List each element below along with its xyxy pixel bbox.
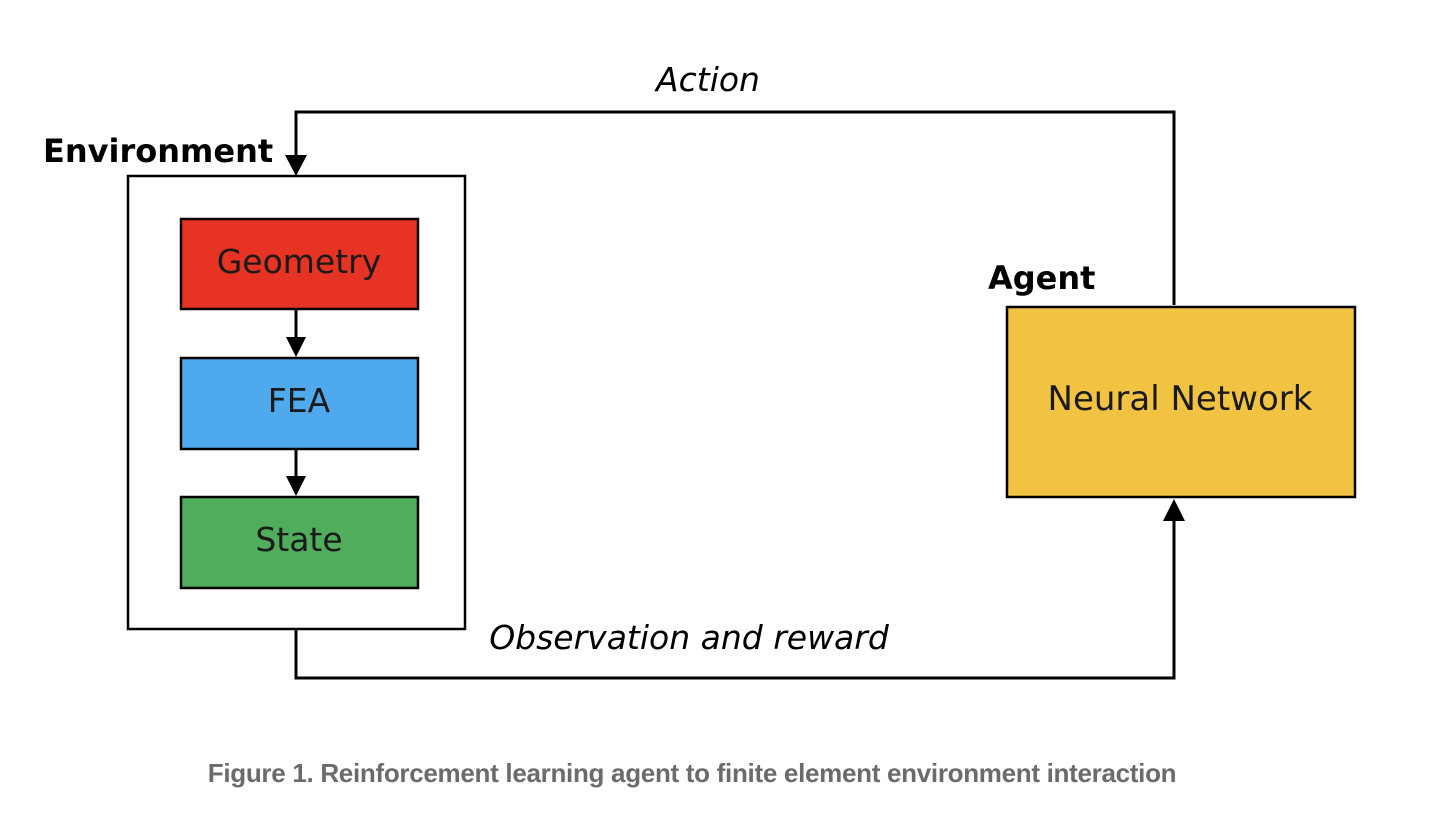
state-label: State (255, 520, 342, 559)
observation-arrow-line (294, 518, 1176, 680)
observation-label: Observation and reward (489, 618, 890, 657)
environment-title: Environment (43, 132, 273, 170)
neural-network-label: Neural Network (1048, 379, 1313, 419)
fea-box (179, 356, 420, 451)
geometry-box (179, 217, 420, 311)
fea-label: FEA (268, 381, 331, 420)
neural-network-box (1005, 305, 1357, 499)
action-arrowhead (285, 155, 307, 176)
figure-caption: Figure 1. Reinforcement learning agent t… (207, 758, 1177, 788)
action-label: Action (654, 60, 760, 99)
geometry-label: Geometry (217, 242, 382, 281)
action-arrow-line (294, 110, 1176, 305)
observation-arrowhead (1163, 499, 1185, 521)
agent-title: Agent (988, 259, 1095, 297)
state-box (179, 495, 420, 590)
fea-to-state-arrowhead (286, 476, 306, 496)
geometry-to-fea-arrowhead (286, 337, 306, 357)
